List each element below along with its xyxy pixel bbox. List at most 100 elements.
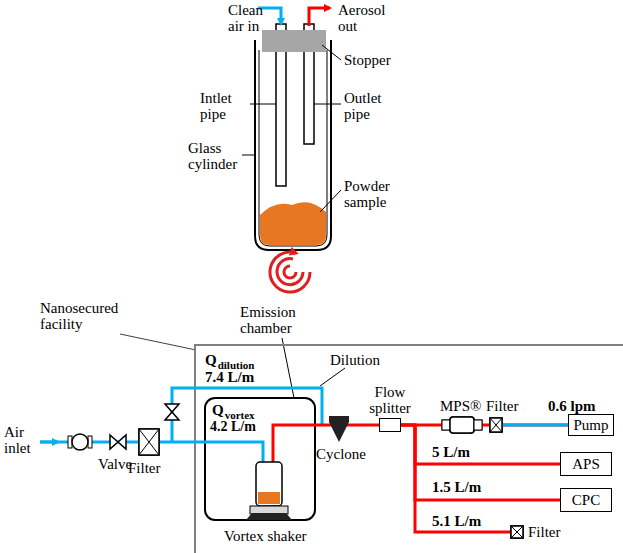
flow-value: 7.4 L/m bbox=[205, 369, 254, 385]
part-label: Valve bbox=[98, 456, 132, 472]
node-text: APS bbox=[572, 456, 600, 472]
aerosol-line bbox=[415, 425, 512, 532]
flow-value: Q bbox=[205, 352, 217, 368]
pump-body bbox=[72, 434, 88, 450]
filter-cross bbox=[511, 526, 523, 538]
cylinder-inner-wall bbox=[259, 50, 327, 246]
filter-cross bbox=[490, 418, 502, 432]
aerosol-line bbox=[273, 425, 380, 478]
powder-sample bbox=[260, 202, 326, 245]
inline-components bbox=[139, 417, 523, 538]
leader-line bbox=[320, 368, 345, 386]
part-label: Nanosecured facility bbox=[40, 300, 122, 332]
air-pump bbox=[68, 434, 92, 450]
filter-symbol bbox=[490, 418, 502, 432]
cylinder-wall bbox=[255, 40, 331, 250]
pump-box: Pump bbox=[568, 414, 614, 436]
filter-symbol bbox=[139, 429, 159, 455]
filter-box bbox=[139, 429, 159, 455]
part-label: Stopper bbox=[344, 52, 391, 68]
part-label: Emission chamber bbox=[240, 304, 320, 336]
stopper bbox=[262, 30, 326, 52]
filter-cross bbox=[139, 429, 159, 455]
mps-body bbox=[450, 417, 474, 433]
flow-value: 0.6 lpm bbox=[548, 398, 596, 414]
mps-part bbox=[442, 420, 450, 430]
swirl-arc bbox=[284, 266, 296, 278]
filter-box bbox=[511, 526, 523, 538]
mps-part bbox=[474, 420, 482, 430]
node-text: Pump bbox=[573, 417, 608, 433]
part-label: Clean air in bbox=[228, 2, 272, 34]
instrument-box: APS bbox=[560, 452, 612, 476]
node-text: CPC bbox=[572, 492, 600, 508]
leader-line bbox=[320, 190, 341, 212]
powder-in-vial bbox=[258, 492, 280, 504]
part-label: Cyclone bbox=[316, 446, 366, 462]
swirl-arc bbox=[270, 252, 310, 292]
flow-value: 5.1 L/m bbox=[432, 513, 481, 529]
cyclone-top bbox=[329, 416, 349, 422]
shaker-base bbox=[246, 513, 292, 520]
cyclone-symbol bbox=[329, 416, 349, 442]
flow-splitter: Flow splitter bbox=[379, 418, 401, 432]
part-label: Intlet pipe bbox=[200, 90, 248, 122]
vortex-shaker bbox=[246, 462, 292, 520]
dilution-line bbox=[172, 388, 322, 442]
mps-part bbox=[442, 420, 450, 430]
glass-cylinder bbox=[255, 8, 331, 250]
leader-line bbox=[242, 155, 255, 156]
flow-value: 1.5 L/m bbox=[430, 479, 483, 495]
aps-line bbox=[401, 425, 560, 464]
cpc-line bbox=[401, 425, 560, 500]
filter-box bbox=[139, 429, 159, 455]
part-label: Vortex shaker bbox=[224, 528, 307, 544]
filter-cross bbox=[139, 429, 159, 455]
filter-symbol bbox=[490, 418, 502, 432]
vortex-symbol bbox=[270, 252, 310, 292]
leader-line bbox=[314, 104, 341, 105]
part-label: Air inlet bbox=[4, 424, 38, 456]
valve-symbol bbox=[110, 435, 126, 449]
mps-symbol bbox=[442, 417, 482, 433]
flow-value: Q bbox=[212, 402, 224, 418]
connector-line bbox=[401, 425, 560, 500]
cyclone-cone bbox=[329, 422, 349, 442]
leader-line bbox=[322, 45, 341, 60]
connector-line bbox=[401, 425, 560, 464]
part-label: Filter bbox=[528, 524, 561, 540]
filter-box bbox=[511, 526, 523, 538]
vial bbox=[256, 462, 282, 506]
filter-symbol bbox=[511, 526, 523, 538]
part-label: Dilution bbox=[330, 352, 380, 368]
part-label: Aerosol out bbox=[338, 2, 400, 34]
leader-line bbox=[250, 104, 276, 105]
mps-body bbox=[450, 417, 474, 433]
part-label: Powder sample bbox=[344, 178, 404, 210]
valve-symbol bbox=[165, 404, 179, 420]
part-label: Glass cylinder bbox=[188, 140, 240, 172]
connector-line bbox=[401, 424, 568, 427]
aerosol-out-arrow bbox=[309, 8, 330, 26]
node-heading: Flow splitter bbox=[364, 384, 416, 416]
filter-box bbox=[490, 418, 502, 432]
filter-symbol bbox=[139, 429, 159, 455]
part-label: MPS® bbox=[440, 398, 481, 414]
filter-cross bbox=[511, 526, 523, 538]
emission-chamber bbox=[205, 398, 315, 520]
clean-air-segment bbox=[502, 424, 568, 427]
inlet-arrow bbox=[40, 441, 58, 444]
mps-part bbox=[474, 420, 482, 430]
filter-box bbox=[490, 418, 502, 432]
part-label: Filter bbox=[128, 460, 161, 476]
part-label: Filter bbox=[486, 398, 519, 414]
pump-line bbox=[401, 425, 568, 426]
swirl-arc bbox=[277, 259, 303, 285]
filter-cross bbox=[490, 418, 502, 432]
mps-symbol bbox=[442, 417, 482, 433]
flow-value: 5 L/m bbox=[430, 444, 472, 460]
shaker-cup bbox=[250, 506, 288, 514]
facility-boundary bbox=[195, 345, 623, 553]
